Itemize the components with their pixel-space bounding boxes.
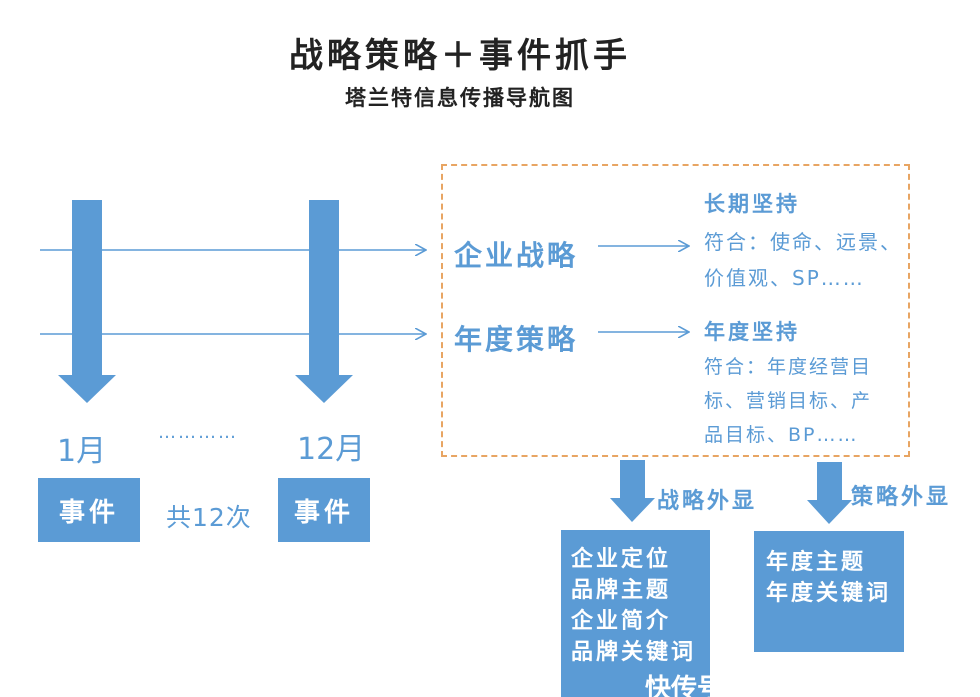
event-box-month-1: 事件: [38, 478, 140, 542]
tactic-output-box: 年度主题 年度关键词: [754, 531, 904, 652]
strategy-container: [441, 164, 910, 457]
output-item: 企业定位: [571, 547, 672, 572]
output-item: 企业简介: [571, 609, 672, 634]
tactic-external-arrow: [807, 462, 852, 524]
event-box-label: 事件: [58, 497, 119, 528]
annual-tactic-label: 年度策略: [454, 323, 579, 356]
event-count-label: 共12次: [166, 503, 252, 532]
detail-line: 符合：年度经营目: [704, 356, 873, 378]
strategy-external-label: 战略外显: [657, 489, 758, 514]
detail-heading: 年度坚持: [704, 320, 800, 344]
timeline-ellipsis: …………: [158, 422, 238, 443]
detail-line: 标、营销目标、产: [704, 390, 873, 412]
month-12-down-arrow: [295, 200, 353, 403]
detail-heading: 长期坚持: [704, 192, 800, 216]
corporate-strategy-label: 企业战略: [454, 239, 579, 272]
annual-tactic-detail: 年度坚持 符合：年度经营目 标、营销目标、产 品目标、BP……: [704, 316, 872, 452]
output-item: 年度主题: [766, 550, 867, 575]
month-end-label: 12月: [297, 432, 366, 467]
corporate-strategy-detail: 长期坚持 符合：使命、远景、 价值观、SP……: [704, 188, 902, 296]
event-box-month-12: 事件: [278, 478, 370, 542]
strategy-output-box: 企业定位 品牌主题 企业简介 品牌关键词 快传号: [561, 530, 710, 697]
output-item: 品牌关键词: [571, 640, 697, 665]
month-start-label: 1月: [57, 434, 107, 469]
detail-line: 价值观、SP……: [704, 266, 865, 290]
detail-line: 符合：使命、远景、: [704, 230, 902, 254]
detail-line: 品目标、BP……: [704, 424, 859, 446]
strategy-external-arrow: [610, 460, 655, 522]
output-item: 年度关键词: [766, 581, 892, 606]
watermark: 快传号: [645, 674, 710, 697]
event-box-label: 事件: [293, 497, 354, 528]
output-item: 品牌主题: [571, 578, 672, 603]
tactic-external-label: 策略外显: [851, 485, 952, 510]
month-1-down-arrow: [58, 200, 116, 403]
page-subtitle: 塔兰特信息传播导航图: [345, 86, 575, 110]
page-title: 战略策略＋事件抓手: [289, 36, 631, 76]
